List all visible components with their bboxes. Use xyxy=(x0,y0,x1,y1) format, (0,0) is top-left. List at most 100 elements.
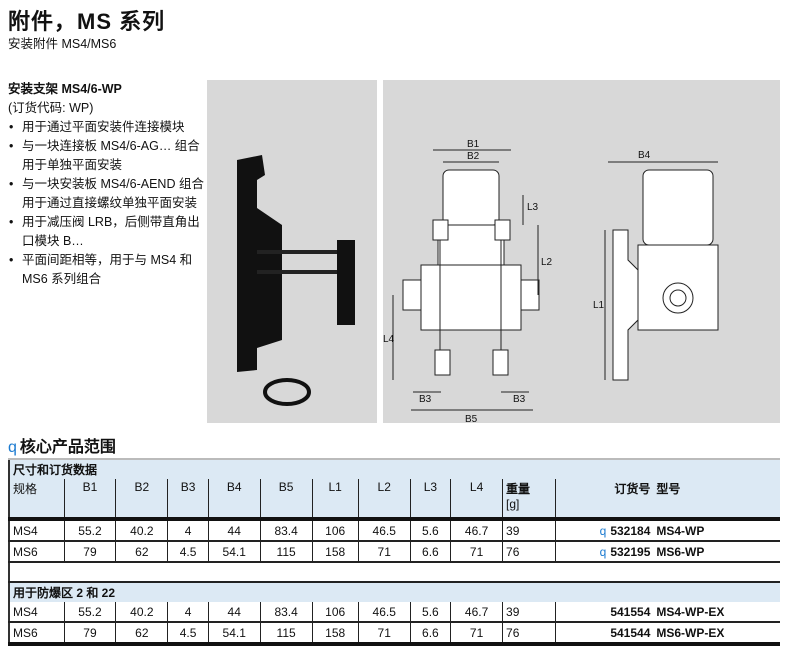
order-number: 532184 xyxy=(610,523,651,538)
table-cell: 4.5 xyxy=(167,541,209,563)
order-number: 532195 xyxy=(610,544,651,559)
table-cell: 39 xyxy=(502,602,557,623)
table-cell: 39 xyxy=(502,519,557,542)
table-cell: 541554 xyxy=(555,602,654,623)
col-header: B5 xyxy=(260,479,313,521)
quick-star-icon: q xyxy=(8,439,17,456)
dim-label-l3: L3 xyxy=(527,202,539,213)
bullet-item: 用于减压阀 LRB，后侧带直角出口模块 B… xyxy=(8,213,204,251)
table-cell: MS4 xyxy=(9,519,65,542)
order-code: (订货代码: WP) xyxy=(8,101,94,115)
order-number: 541554 xyxy=(610,604,651,619)
col-header: B3 xyxy=(167,479,209,521)
table-cell: 83.4 xyxy=(260,602,313,623)
col-header: 型号 xyxy=(653,479,780,521)
dim-label-b3: B3 xyxy=(419,394,432,405)
bullet-item: 平面间距相等，用于与 MS4 和 MS6 系列组合 xyxy=(8,251,204,289)
bullet-item: 用于通过平面安装件连接模块 xyxy=(8,118,204,137)
product-description: 安装支架 MS4/6-WP (订货代码: WP) 用于通过平面安装件连接模块 与… xyxy=(8,80,204,289)
section-title: 核心产品范围 xyxy=(19,439,116,456)
table-cell: 55.2 xyxy=(64,519,117,542)
dimension-drawing: B1 B2 B3 B3 B5 L3 L2 L4 B4 L1 xyxy=(383,80,780,425)
table-cell: 6.6 xyxy=(410,541,452,563)
table-cell: 44 xyxy=(208,519,261,542)
table-cell: 4.5 xyxy=(167,622,209,646)
quick-star-icon: q xyxy=(599,523,607,538)
table-cell: 4 xyxy=(167,519,209,542)
dim-label-l4: L4 xyxy=(383,334,395,345)
table-cell: 71 xyxy=(450,541,504,563)
table-cell: 83.4 xyxy=(260,519,313,542)
table-cell: 46.5 xyxy=(358,602,411,623)
table-cell: 44 xyxy=(208,602,261,623)
col-header: 规格 xyxy=(9,479,65,521)
dim-label-b2: B2 xyxy=(467,151,480,162)
table-cell: 46.7 xyxy=(450,519,504,542)
table-cell: 40.2 xyxy=(115,519,169,542)
page-subtitle: 安装附件 MS4/MS6 xyxy=(8,37,117,51)
table-cell: 46.7 xyxy=(450,602,504,623)
table-cell: 54.1 xyxy=(208,622,261,646)
table-cell: MS6-WP xyxy=(653,541,780,563)
col-header: B1 xyxy=(64,479,117,521)
table-cell: MS4 xyxy=(9,602,65,623)
table-cell: 4 xyxy=(167,602,209,623)
table-cell: 76 xyxy=(502,622,557,646)
table-cell: 115 xyxy=(260,541,313,563)
table-cell: 6.6 xyxy=(410,622,452,646)
col-header: B2 xyxy=(115,479,169,521)
dimension-drawing-svg: B1 B2 B3 B3 B5 L3 L2 L4 B4 L1 xyxy=(383,139,719,425)
mounting-bracket-image xyxy=(237,155,355,406)
dim-label-b4: B4 xyxy=(638,150,651,161)
table-cell: 5.6 xyxy=(410,519,452,542)
dim-label-l1: L1 xyxy=(593,300,605,311)
page-title: 附件，MS 系列 xyxy=(8,9,166,34)
table-cell: 115 xyxy=(260,622,313,646)
table-cell: 54.1 xyxy=(208,541,261,563)
dim-label-b3: B3 xyxy=(513,394,526,405)
table-cell: MS6 xyxy=(9,541,65,563)
table-cell: 40.2 xyxy=(115,602,169,623)
table-cell: 5.6 xyxy=(410,602,452,623)
table-cell: MS6 xyxy=(9,622,65,646)
table-cell: 71 xyxy=(450,622,504,646)
table-cell: 55.2 xyxy=(64,602,117,623)
col-header: L4 xyxy=(450,479,504,521)
table-cell: MS6-WP-EX xyxy=(653,622,780,646)
dim-label-b5: B5 xyxy=(465,414,478,423)
table-cell: 71 xyxy=(358,541,411,563)
table-cell: 79 xyxy=(64,622,117,646)
product-photo xyxy=(207,80,377,423)
table-cell: 76 xyxy=(502,541,557,563)
ex-table-title: 用于防爆区 2 和 22 xyxy=(9,581,780,602)
table-cell: 71 xyxy=(358,622,411,646)
table-header-row: 规格 B1 B2 B3 B4 B5 L1 L2 L3 L4 重量[g] 订货号 … xyxy=(9,479,780,521)
table-cell: 106 xyxy=(312,602,359,623)
order-number: 541544 xyxy=(610,625,651,640)
table-cell: 106 xyxy=(312,519,359,542)
col-header: L1 xyxy=(312,479,359,521)
weight-unit: [g] xyxy=(506,497,520,511)
dim-label-l2: L2 xyxy=(541,257,553,268)
col-header: L2 xyxy=(358,479,411,521)
quick-star-icon: q xyxy=(599,544,607,559)
ordering-data-table: 尺寸和订货数据 规格 B1 B2 B3 B4 B5 L1 L2 L3 L4 重量… xyxy=(8,458,780,646)
table-cell: 158 xyxy=(312,622,359,646)
table-cell: 62 xyxy=(115,541,169,563)
col-header: L3 xyxy=(410,479,452,521)
table-title: 尺寸和订货数据 xyxy=(9,458,780,479)
bullet-item: 与一块连接板 MS4/6-AG… 组合用于单独平面安装 xyxy=(8,137,204,175)
bullet-item: 与一块安装板 MS4/6-AEND 组合用于通过直接螺纹单独平面安装 xyxy=(8,175,204,213)
col-header-weight: 重量[g] xyxy=(502,479,557,521)
dim-label-b1: B1 xyxy=(467,139,480,150)
col-header: 订货号 xyxy=(555,479,654,521)
col-header: B4 xyxy=(208,479,261,521)
table-cell: 79 xyxy=(64,541,117,563)
